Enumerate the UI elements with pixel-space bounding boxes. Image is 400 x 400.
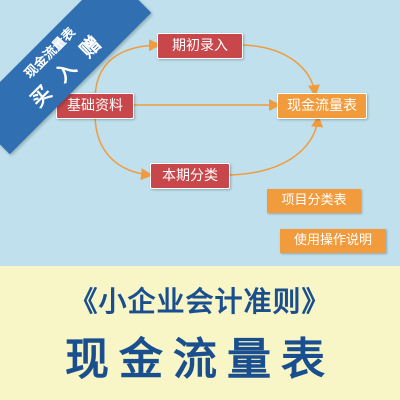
arrow-classify-to-result <box>227 115 324 176</box>
title-panel <box>0 266 400 400</box>
node-opening-entry: 期初录入 <box>157 33 243 59</box>
flow-connectors <box>94 39 324 181</box>
title-line-1: 《小企业会计准则》 <box>69 285 331 318</box>
item-table-button[interactable]: 项目分类表 <box>267 189 361 213</box>
arrow-opening-to-result <box>241 44 320 97</box>
node-base-data: 基础资料 <box>56 93 134 119</box>
arrow-source-to-classify <box>94 113 153 181</box>
node-cashflow-result: 现金流量表 <box>277 93 367 119</box>
title-line-2: 现金流量表 <box>65 334 335 385</box>
arrow-source-to-opening <box>94 39 161 101</box>
node-current-classify: 本期分类 <box>150 163 230 189</box>
instructions-button[interactable]: 使用操作说明 <box>280 229 386 253</box>
